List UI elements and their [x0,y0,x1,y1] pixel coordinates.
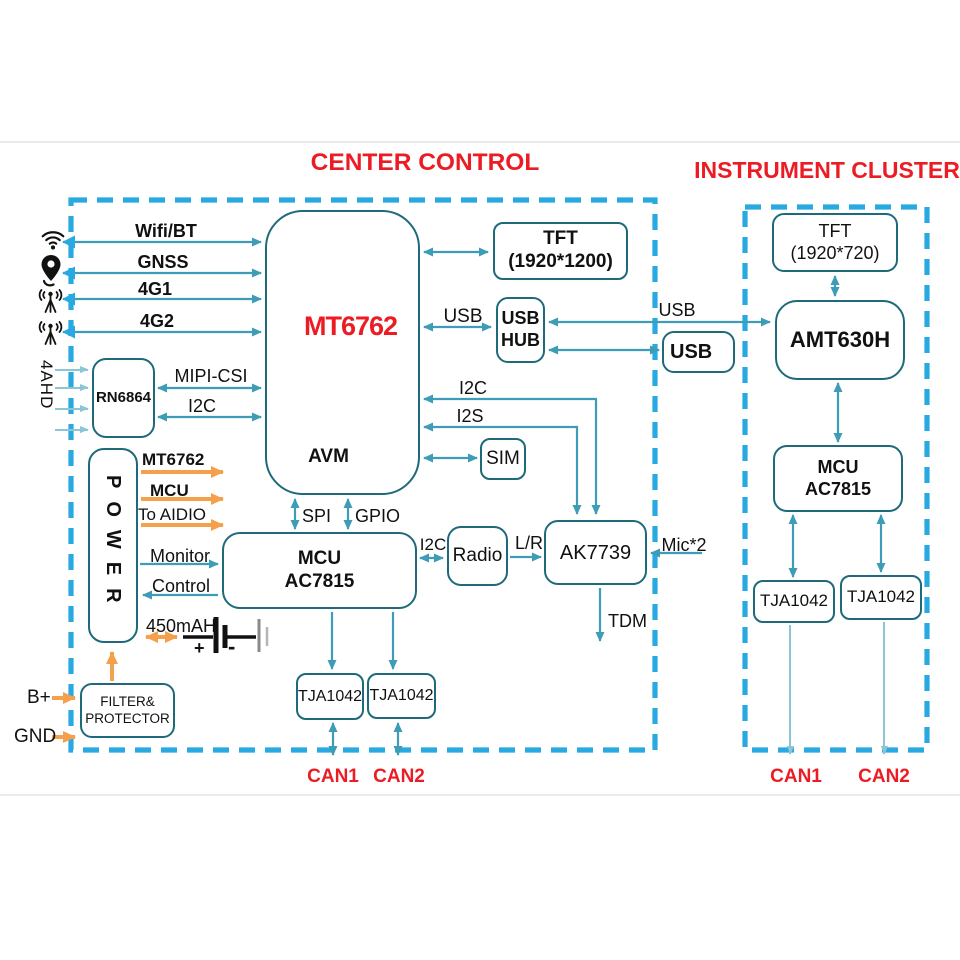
pw-aidio-label: To AIDIO [138,505,207,524]
i2c-rn-label: I2C [187,396,217,416]
wifi-icon [40,226,66,257]
block-tja1042-right-1: TJA1042 [753,580,835,623]
avm-label: AVM [308,446,349,468]
ak7739-label: AK7739 [559,541,632,564]
control-label: Control [151,576,211,596]
power-label: POWER [102,475,124,616]
can2-center-label: CAN2 [373,766,425,787]
block-usb: USB [662,331,735,373]
pw-mcu-label: MCU [150,481,189,500]
instrument-cluster-title: INSTRUMENT CLUSTER [694,157,960,183]
usb-hub-line2: HUB [501,330,540,350]
tja1042-right-2-label: TJA1042 [846,587,916,607]
block-tja1042-right-2: TJA1042 [840,575,922,620]
sim-label: SIM [486,447,520,469]
gpio-label: GPIO [355,506,401,526]
block-mcu-right: MCU AC7815 [773,445,903,512]
block-tft-right: TFT (1920*720) [772,213,898,272]
tdm-label: TDM [608,611,647,631]
block-sim: SIM [480,438,526,480]
top-hairline [0,141,960,143]
block-filter-protector: FILTER& PROTECTOR [80,683,175,738]
tja1042-center-2-label: TJA1042 [369,687,434,705]
mipi-csi-label: MIPI-CSI [174,366,248,386]
mcu-right-line2: AC7815 [804,478,872,499]
bplus-label: B+ [27,687,51,708]
spi-label: SPI [302,506,332,526]
block-radio: Radio [447,526,508,586]
tja1042-right-1-label: TJA1042 [759,591,829,611]
4ahd-label: 4AHD [37,360,56,410]
block-mcu-center: MCU AC7815 [222,532,417,609]
4g1-label: 4G1 [137,279,173,299]
wifi-bt-label: Wifi/BT [135,221,197,241]
amt630h-label: AMT630H [789,326,891,352]
battery-minus-label: - [228,634,236,659]
block-mt6762: MT6762 AVM [265,210,420,495]
tft-center-line1: TFT [543,228,578,250]
tft-right-line1: TFT [818,220,852,241]
radio-label: Radio [452,544,503,566]
block-usb-hub: USB HUB [496,297,545,363]
monitor-label: Monitor [149,546,211,566]
block-tja1042-center-2: TJA1042 [367,673,436,719]
usb-box-label: USB [670,341,713,363]
tft-right-line2: (1920*720) [790,242,880,263]
filter-line2: PROTECTOR [85,710,170,726]
rn6864-label: RN6864 [95,389,152,406]
usb-right-label: USB [658,300,696,320]
block-tft-center: TFT (1920*1200) [493,222,628,280]
antenna-icon-2 [37,319,64,354]
tja1042-center-1-label: TJA1042 [297,687,363,705]
gnd-label: GND [14,726,57,747]
lr-label: L/R [514,533,544,553]
center-control-title: CENTER CONTROL [310,149,540,176]
mcu-center-line2: AC7815 [284,570,355,592]
mcu-center-line1: MCU [297,547,342,569]
block-rn6864: RN6864 [92,358,155,438]
battery-plus-label: + [194,638,205,658]
can2-right-label: CAN2 [858,766,910,787]
block-amt630h: AMT630H [775,300,905,380]
pw-mt6762-label: MT6762 [142,450,205,469]
mt6762-label: MT6762 [303,311,398,341]
tft-center-line2: (1920*1200) [508,251,613,272]
i2s-mt-label: I2S [456,406,484,426]
usb-hub-line1: USB [501,308,540,329]
bottom-hairline [0,794,960,796]
mah-label: 450mAH [146,616,217,636]
filter-line1: FILTER& [100,694,155,710]
block-tja1042-center-1: TJA1042 [296,673,364,720]
antenna-icon [37,287,64,322]
block-ak7739: AK7739 [544,520,647,585]
i2c-mt-label: I2C [458,378,488,398]
gnss-label: GNSS [137,252,189,272]
block-power: POWER [88,448,138,643]
4g2-label: 4G2 [139,311,175,331]
location-pin-icon [41,255,63,294]
mcu-right-line1: MCU [817,456,859,477]
mic2-label: Mic*2 [661,535,707,555]
can1-right-label: CAN1 [770,766,822,787]
i2c-radio-label: I2C [419,535,447,554]
usb-mt-label: USB [443,306,483,327]
can1-center-label: CAN1 [307,766,359,787]
